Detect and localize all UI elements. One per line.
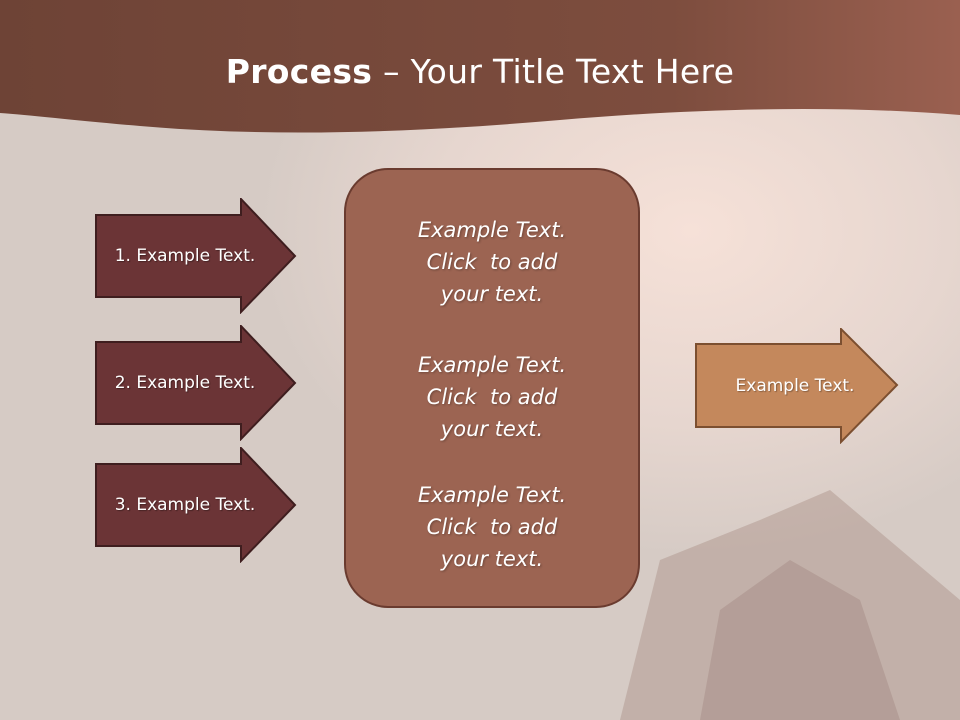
step-arrow-1[interactable]: 1. Example Text. xyxy=(95,198,297,314)
step-arrow-3-label: 3. Example Text. xyxy=(114,495,256,515)
output-arrow-shape xyxy=(695,326,899,445)
center-text-1-line1: Example Text. xyxy=(417,218,567,242)
slide-title[interactable]: Process – Your Title Text Here xyxy=(0,52,960,91)
step-arrow-2[interactable]: 2. Example Text. xyxy=(95,325,297,441)
title-rest: – Your Title Text Here xyxy=(372,52,735,91)
chocolate-shape xyxy=(620,490,960,720)
output-arrow-label: Example Text. xyxy=(735,376,855,396)
step-arrow-1-shape xyxy=(95,198,297,314)
step-arrow-3-shape xyxy=(95,447,297,563)
center-box[interactable]: Example Text. Click to add your text. Ex… xyxy=(344,168,640,608)
step-arrow-2-shape xyxy=(95,325,297,441)
step-arrow-2-label: 2. Example Text. xyxy=(114,373,256,393)
chocolate-shadow xyxy=(700,560,900,720)
center-text-3-line1: Example Text. xyxy=(417,483,567,507)
center-text-3-line2: Click to add xyxy=(426,515,558,539)
center-text-2[interactable]: Example Text. Click to add your text. xyxy=(346,349,638,445)
center-text-3[interactable]: Example Text. Click to add your text. xyxy=(346,479,638,575)
header-band xyxy=(0,0,960,133)
center-text-3-line3: your text. xyxy=(440,547,544,571)
center-text-2-line3: your text. xyxy=(440,417,544,441)
center-text-1-line2: Click to add xyxy=(426,250,558,274)
step-arrow-1-label: 1. Example Text. xyxy=(114,246,256,266)
title-bold: Process xyxy=(225,52,373,91)
center-text-1-line3: your text. xyxy=(440,282,544,306)
output-arrow[interactable]: Example Text. xyxy=(695,326,899,445)
step-arrow-3[interactable]: 3. Example Text. xyxy=(95,447,297,563)
center-text-2-line1: Example Text. xyxy=(417,353,567,377)
center-text-2-line2: Click to add xyxy=(426,385,558,409)
center-text-1[interactable]: Example Text. Click to add your text. xyxy=(346,214,638,310)
